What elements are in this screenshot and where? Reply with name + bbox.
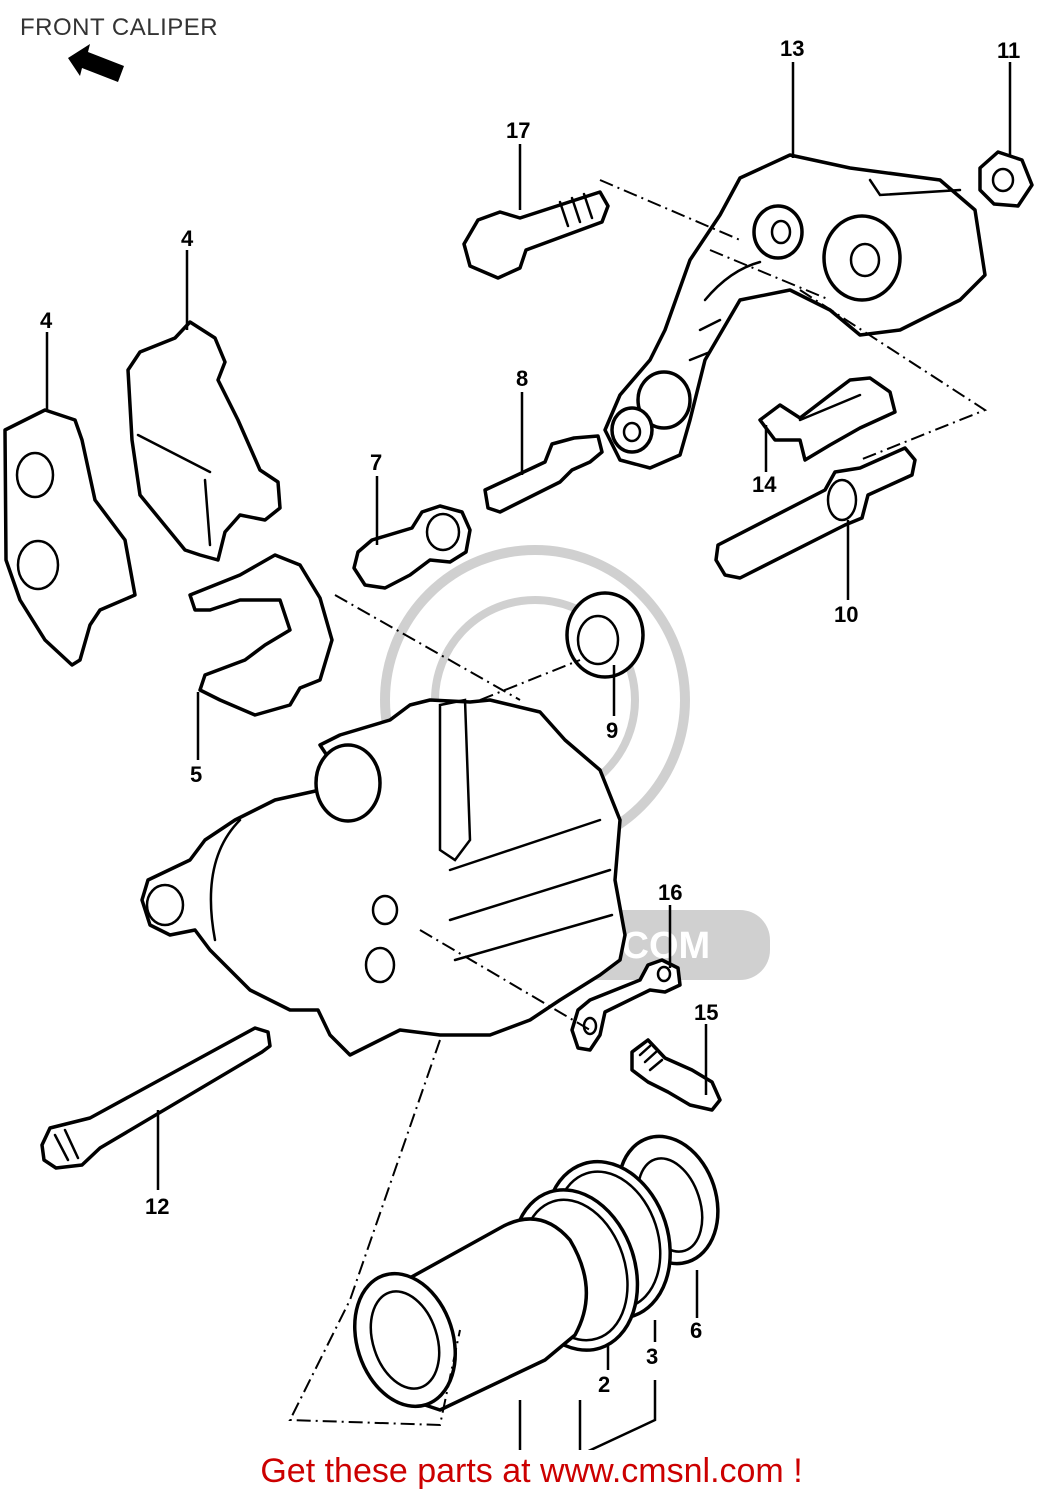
part-17-bolt: [462, 190, 610, 280]
callout-4-outer: 4: [40, 308, 53, 333]
leader-lines: [45, 62, 1012, 1450]
callout-11: 11: [997, 38, 1020, 63]
callout-10: 10: [834, 602, 858, 627]
callout-6: 6: [690, 1318, 702, 1343]
front-caliper-diagram: 13 11 17 4 4 8 7 14 10 9 5 16 15 12 6 3 …: [3, 36, 1034, 1450]
diagram-title: FRONT CALIPER: [20, 14, 219, 41]
front-arrow-icon: [68, 44, 124, 82]
part-10-sleeve-pin: [714, 446, 917, 580]
callout-9: 9: [606, 718, 618, 743]
part-4-pad-outer: [3, 408, 137, 667]
callout-13: 13: [780, 36, 804, 61]
part-4-pad-inner: [126, 320, 282, 562]
part-12-long-pin: [40, 1026, 272, 1170]
callout-4-inner: 4: [181, 226, 194, 251]
part-1-caliper-body: [140, 698, 627, 1057]
callout-7: 7: [370, 450, 382, 475]
callout-5: 5: [190, 762, 202, 787]
piston: [352, 1217, 589, 1412]
callout-14: 14: [752, 472, 777, 497]
part-15-bleeder-valve: [630, 1038, 722, 1112]
part-9-boot: [565, 591, 645, 679]
callout-12: 12: [145, 1194, 169, 1219]
callout-2: 2: [598, 1372, 610, 1397]
part-13-caliper-bracket: [603, 153, 987, 470]
callout-labels: 13 11 17 4 4 8 7 14 10 9 5 16 15 12 6 3 …: [40, 36, 1020, 1397]
callout-17: 17: [506, 118, 530, 143]
part-8-pin: [483, 434, 604, 514]
callout-15: 15: [694, 1000, 718, 1025]
part-16-washer: [570, 958, 682, 1052]
part-11-nut: [978, 150, 1034, 208]
callout-3: 3: [646, 1344, 658, 1369]
part-7-boot: [352, 504, 472, 590]
assembly-lines: [288, 179, 988, 1427]
part-14-pad-spring: [758, 376, 897, 462]
callout-16: 16: [658, 880, 682, 905]
footer-cta[interactable]: Get these parts at www.cmsnl.com !: [260, 1452, 803, 1490]
part-5-pad-shim: [188, 553, 334, 717]
callout-8: 8: [516, 366, 528, 391]
